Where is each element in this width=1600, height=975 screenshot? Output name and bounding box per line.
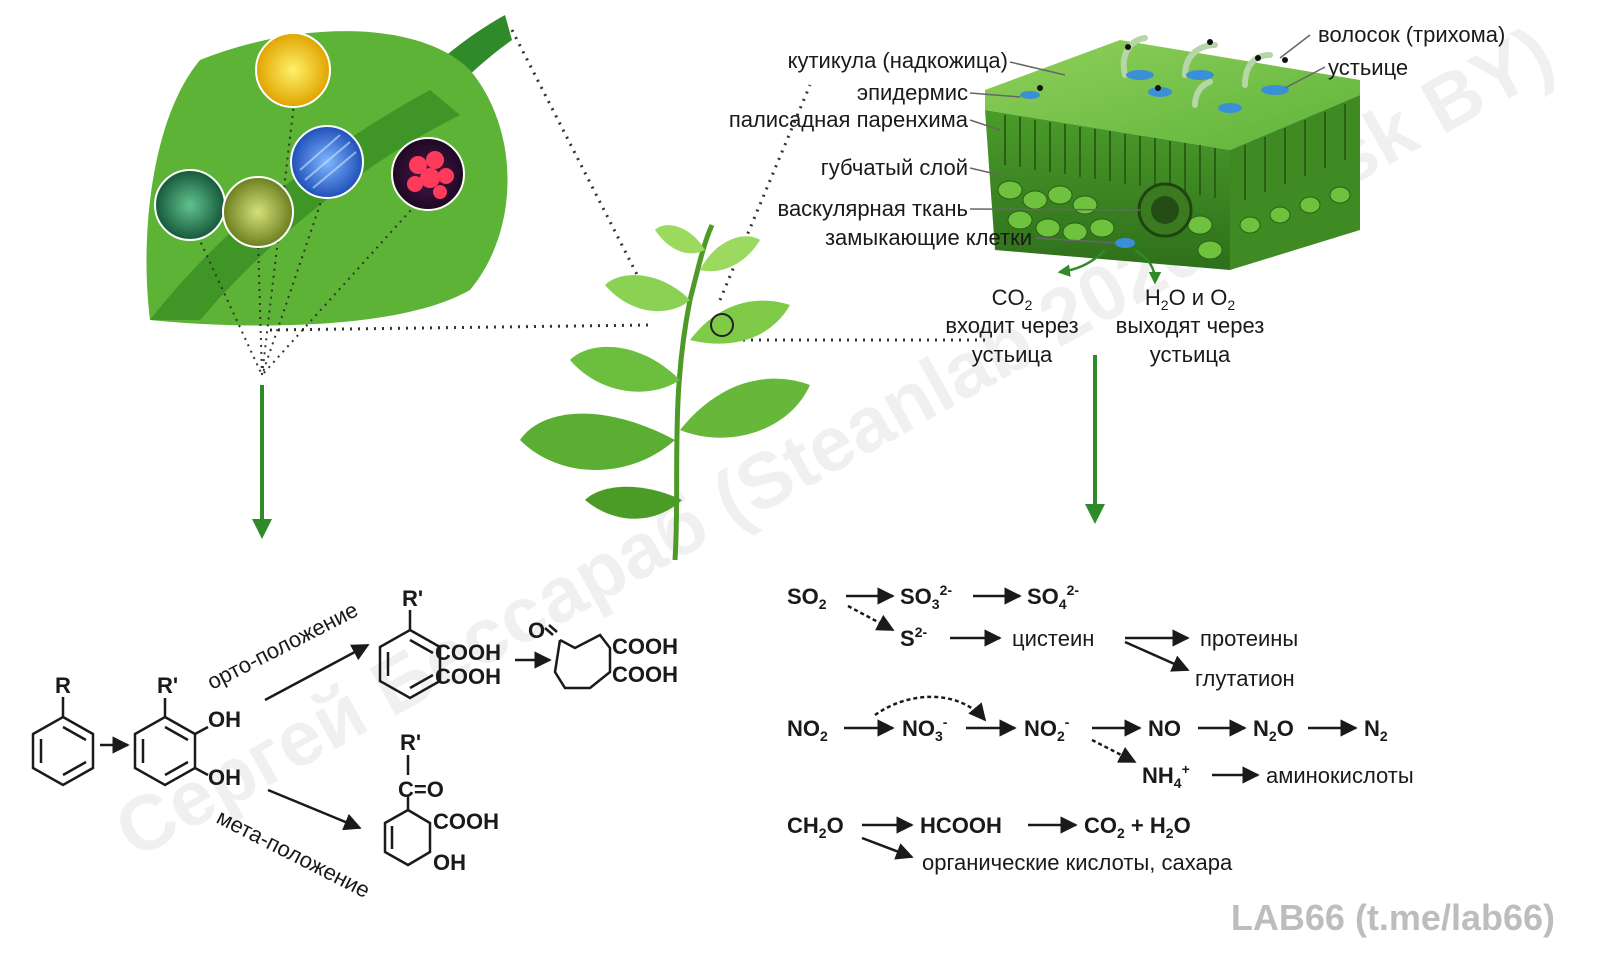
- label-amino-acids: аминокислоты: [1266, 763, 1414, 788]
- formaldehyde-texts: CH2O HCOOH CO2 + H2O органические кислот…: [787, 813, 1233, 875]
- stomata: [1020, 70, 1289, 248]
- h2o-o2-out-line1: выходят через: [1116, 313, 1265, 338]
- plant-leaf-5: [605, 275, 690, 312]
- label-cysteine: цистеин: [1012, 626, 1094, 651]
- plant-leaf-8: [585, 486, 682, 519]
- meta-R-prime: R': [400, 730, 421, 755]
- ortho-COOH-2: COOH: [435, 664, 501, 689]
- label-trichome: волосок (трихома): [1318, 22, 1505, 47]
- chem-S2: S2-: [900, 624, 927, 651]
- meta-C-eq-O: C=O: [398, 777, 444, 802]
- sulfur-texts: SO2 SO32- SO42- S2- цистеин протеины глу…: [787, 582, 1298, 691]
- block-side: [1230, 95, 1360, 270]
- palisade-cells: [1004, 104, 1346, 200]
- plant-leaf-1: [520, 413, 675, 470]
- chem-N2: N2: [1364, 716, 1388, 744]
- label-guard-cells: замыкающие клетки: [825, 225, 1032, 250]
- chem-NO2-a: NO2: [787, 716, 828, 744]
- gas-out-arrow: [1134, 248, 1162, 285]
- oxo-COOH-1: COOH: [612, 634, 678, 659]
- ortho-COOH-1: COOH: [435, 640, 501, 665]
- label-proteins: протеины: [1200, 626, 1298, 651]
- oxo-O: O: [528, 618, 545, 643]
- cell-green-icon: [154, 169, 226, 241]
- leaf-band: [150, 90, 460, 320]
- block-top: [985, 40, 1360, 150]
- ortho-R-prime: R': [402, 586, 423, 611]
- aromatic-pathway: [31, 610, 612, 867]
- label-organic-acids: органические кислоты, сахара: [922, 850, 1233, 875]
- meta-OH: OH: [433, 850, 466, 875]
- meta-COOH: COOH: [433, 809, 499, 834]
- surface-dots: [1037, 39, 1288, 91]
- plant-leaf-4: [690, 300, 790, 344]
- chem-NO3: NO3-: [902, 714, 948, 744]
- plant-leaf-6: [700, 236, 760, 272]
- gas-in-arrow: [1057, 249, 1106, 277]
- label-cuticle: кутикула (надкожица): [788, 48, 1008, 73]
- h2o-o2-out-line2: устьица: [1150, 342, 1231, 367]
- ortho-ring: [378, 628, 442, 700]
- label-palisade: палисадная паренхима: [729, 107, 969, 132]
- oxo-COOH-2: COOH: [612, 662, 678, 687]
- co2-in-formula: CO2: [992, 285, 1033, 313]
- pathway-arrows: [844, 587, 1358, 860]
- chem-CH2O: CH2O: [787, 813, 844, 841]
- spongy-cells: [997, 180, 1351, 260]
- big-leaf: [146, 15, 512, 376]
- cell-yellow-icon: [255, 32, 331, 108]
- catechol-OH-1: OH: [208, 707, 241, 732]
- label-spongy: губчатый слой: [821, 155, 968, 180]
- nitrogen-texts: NO2 NO3- NO2- NO N2O N2 NH4+ аминокислот…: [787, 714, 1414, 791]
- aromatic-R: R: [55, 673, 71, 698]
- plant-leaf-7: [655, 225, 705, 254]
- credit-text: LAB66 (t.me/lab66): [1231, 897, 1555, 938]
- label-glutathione: глутатион: [1195, 666, 1295, 691]
- chem-NH4: NH4+: [1142, 761, 1190, 791]
- label-stoma: устьице: [1328, 55, 1408, 80]
- aromatic-R-prime-1: R': [157, 673, 178, 698]
- vascular-core: [1151, 196, 1179, 224]
- label-leaders: [969, 34, 1326, 244]
- leaf-labels: кутикула (надкожица) эпидермис палисадна…: [729, 22, 1506, 250]
- chem-SO3: SO32-: [900, 582, 952, 612]
- oxo-chain: [553, 633, 612, 690]
- co2-in-line2: устьица: [972, 342, 1053, 367]
- label-meta: мета-положение: [213, 804, 374, 903]
- chem-N2O: N2O: [1253, 716, 1294, 744]
- plant-leaf-3: [570, 346, 680, 392]
- meta-chain: [383, 795, 432, 867]
- chem-SO4: SO42-: [1027, 582, 1079, 612]
- cell-blue-stripes: [299, 134, 357, 189]
- cell-olive-icon: [222, 176, 294, 248]
- label-vascular: васкулярная ткань: [778, 196, 969, 221]
- benzene-ring-1: [31, 715, 95, 787]
- catechol-OH-2: OH: [208, 765, 241, 790]
- chem-HCOOH: HCOOH: [920, 813, 1002, 838]
- chem-CO2-H2O: CO2 + H2O: [1084, 813, 1191, 841]
- chem-SO2: SO2: [787, 584, 827, 612]
- co2-in-line1: входит через: [945, 313, 1078, 338]
- cell-red-blobs: [407, 151, 454, 199]
- plant: [520, 223, 810, 561]
- label-epidermis: эпидермис: [857, 80, 968, 105]
- chem-NO2-b: NO2-: [1024, 714, 1070, 744]
- plant-leaf-2: [680, 378, 810, 438]
- plant-zoom-ring: [710, 313, 734, 337]
- chem-NO: NO: [1148, 716, 1181, 741]
- h2o-o2-out-formula: H2O и O2: [1145, 285, 1235, 313]
- gas-exchange-labels: CO2 входит через устьица H2O и O2 выходя…: [945, 285, 1264, 367]
- leaf-cross-section: [985, 35, 1360, 285]
